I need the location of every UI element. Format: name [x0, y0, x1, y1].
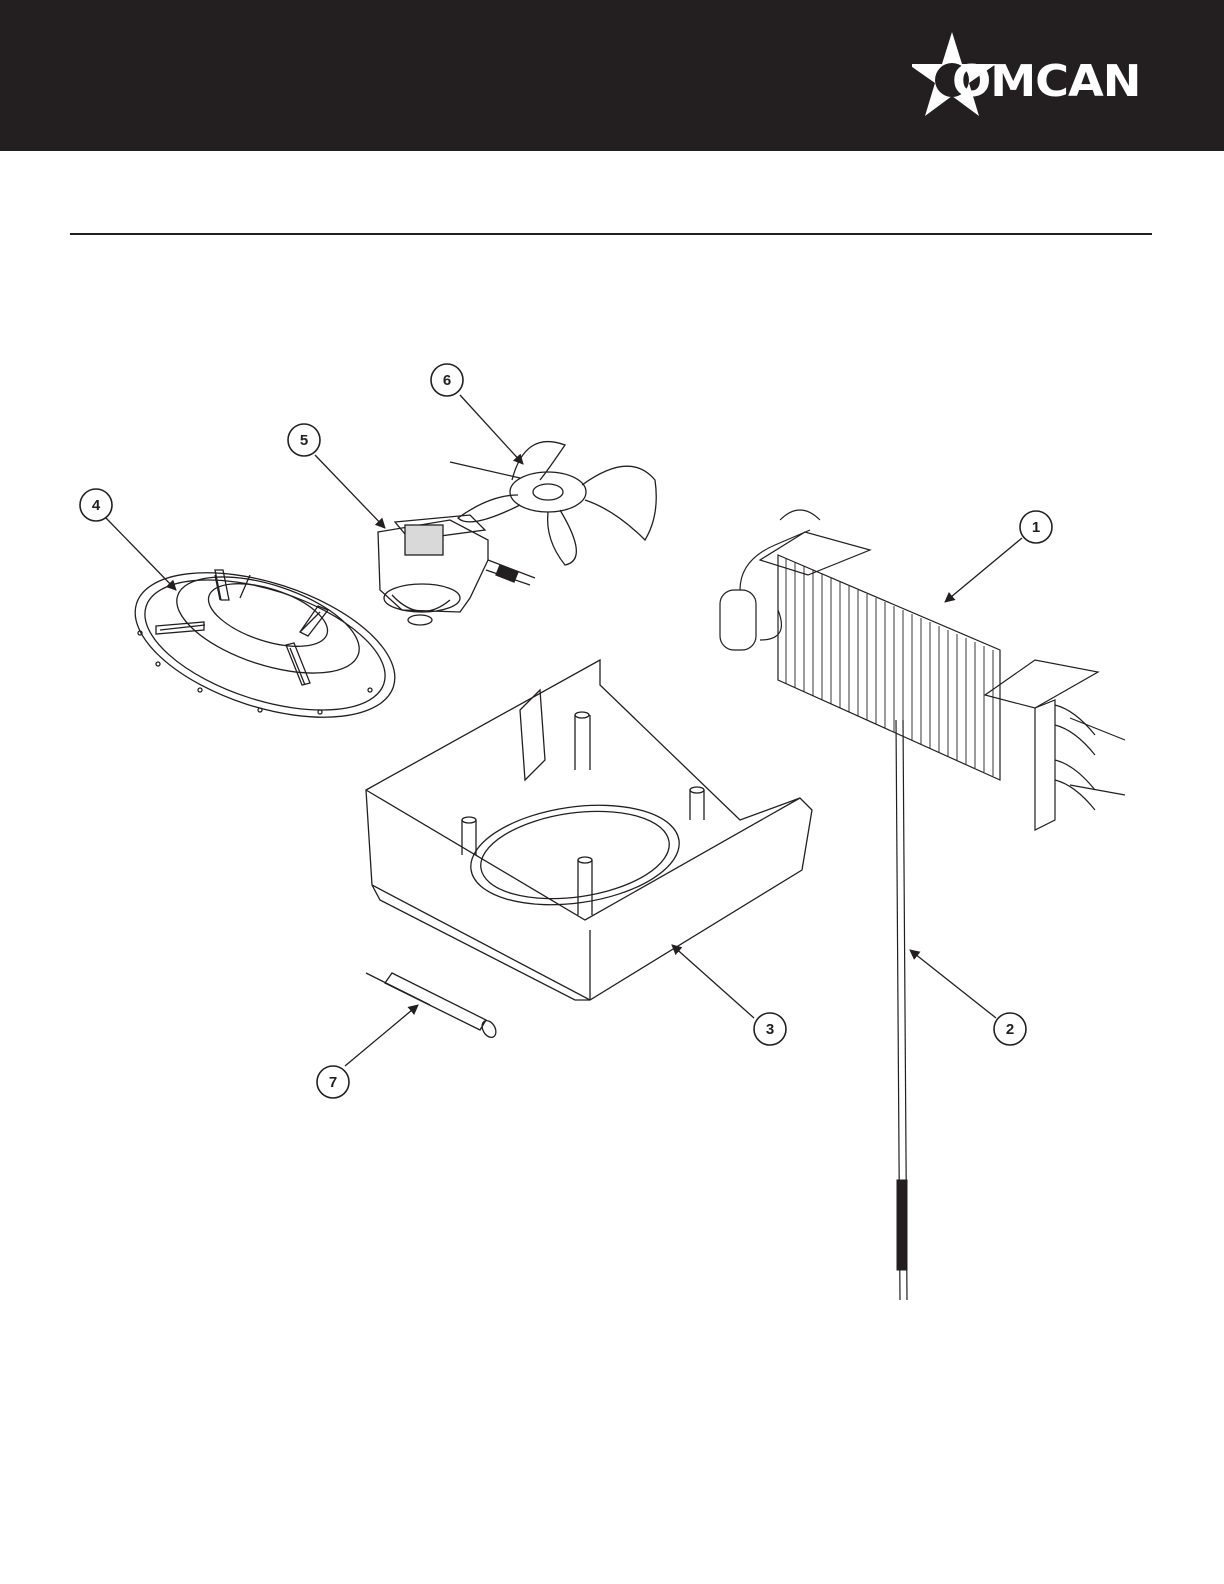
coil-fins [786, 558, 993, 776]
callout-leaders [106, 395, 1022, 1066]
leader-3 [672, 945, 754, 1018]
defrost-heater-rod [896, 720, 907, 1300]
leader-2 [910, 950, 996, 1018]
temperature-probe [366, 973, 499, 1040]
leader-7 [345, 1005, 418, 1066]
callout-label-7: 7 [329, 1074, 337, 1091]
callout-label-2: 2 [1006, 1021, 1014, 1038]
callout-label-1: 1 [1032, 519, 1040, 536]
callout-label-5: 5 [300, 432, 308, 449]
leader-1 [945, 538, 1022, 602]
callout-label-6: 6 [443, 372, 451, 389]
fan-blade [450, 442, 656, 565]
leader-6 [460, 395, 523, 464]
evaporator-coil [720, 510, 1125, 830]
evaporator-housing [366, 660, 812, 1000]
leader-5 [315, 455, 385, 528]
fan-motor [378, 515, 535, 625]
leader-4 [106, 518, 176, 590]
callout-label-3: 3 [766, 1021, 774, 1038]
callout-label-4: 4 [92, 497, 101, 514]
